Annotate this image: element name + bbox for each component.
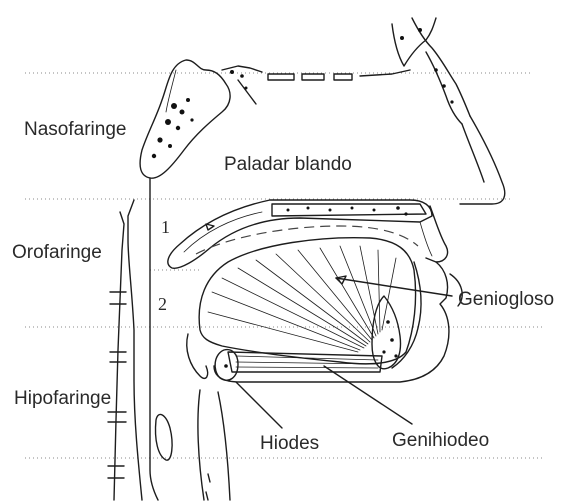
upper-incisor	[420, 222, 432, 256]
vertebral-column-edge	[114, 212, 124, 500]
vertebra-mark	[110, 292, 126, 304]
label-genihiodeo: Genihiodeo	[392, 430, 489, 451]
muscle-fiber	[378, 250, 380, 332]
bone-speck	[245, 87, 248, 90]
trachea-ring	[206, 474, 210, 500]
nasal-roof-left	[222, 66, 262, 72]
vocal-fold	[155, 414, 172, 460]
nose-profile	[460, 116, 505, 204]
muscle-fiber	[276, 254, 370, 342]
larynx-wall-right	[218, 392, 230, 500]
bone-speck	[351, 207, 354, 210]
bone-speck	[450, 100, 453, 103]
region-marker-1: 1	[161, 217, 170, 237]
hard-palate-bone	[272, 204, 426, 216]
label-nasofaringe: Nasofaringe	[24, 119, 126, 140]
epiglottis	[187, 334, 208, 378]
bone-speck	[152, 154, 156, 158]
label-paladar-blando: Paladar blando	[224, 154, 352, 175]
bone-speck	[190, 118, 193, 121]
leader-lines	[236, 276, 452, 428]
muscle-fiber	[360, 246, 378, 334]
hiodes-leader	[236, 382, 282, 428]
label-hipofaringe: Hipofaringe	[14, 388, 111, 409]
bone-speck	[373, 209, 376, 212]
prevertebral-line	[128, 200, 142, 500]
nasal-roof-inner	[238, 80, 256, 104]
tongue-outline	[199, 238, 415, 364]
bone-speck	[186, 98, 190, 102]
bone-speck	[386, 320, 390, 324]
soft-palate-outline	[168, 200, 432, 268]
nasal-roof-segment	[268, 74, 294, 80]
bone-speck	[434, 68, 438, 72]
geniogloso-leader	[336, 278, 452, 296]
bone-speck	[382, 350, 385, 353]
tongue	[199, 238, 415, 364]
skull-base-bone	[140, 60, 230, 178]
nasal-cavity-outline	[140, 18, 505, 204]
bone-speck	[230, 70, 234, 74]
bone-speck	[240, 74, 244, 78]
nasal-bone-outer	[412, 18, 470, 116]
bone-speck	[418, 28, 422, 32]
bone-speck	[307, 207, 310, 210]
hyoid-complex	[155, 334, 382, 500]
palate	[168, 200, 448, 268]
pharyngeal-wall	[108, 178, 158, 500]
muscle-fiber	[236, 367, 378, 368]
muscle-fiber	[320, 248, 374, 338]
larynx-wall-left	[198, 390, 204, 500]
nasal-roof-segment	[302, 74, 324, 80]
upper-lip	[426, 206, 448, 262]
vertebra-mark	[108, 412, 126, 422]
bone-speck	[396, 206, 400, 210]
bone-speck	[329, 209, 332, 212]
geniogloso-arrowhead	[336, 276, 346, 284]
bone-speck	[442, 84, 446, 88]
soft-palate-arrowhead	[206, 224, 214, 230]
bone-speck	[180, 110, 185, 115]
bone-speck	[168, 144, 172, 148]
bone-speck	[171, 103, 177, 109]
bone-speck	[404, 212, 407, 215]
region-marker-2: 2	[158, 294, 167, 314]
muscle-fiber	[382, 258, 396, 330]
muscle-fiber	[236, 356, 378, 360]
bone-speck	[165, 119, 171, 125]
posterior-pharyngeal-wall	[150, 178, 158, 500]
nasal-cartilage	[462, 124, 484, 182]
bone-speck	[224, 364, 228, 368]
bone-speck	[287, 209, 290, 212]
nasal-bone-inner	[426, 52, 462, 124]
label-geniogloso: Geniogloso	[458, 289, 554, 310]
vertebra-mark	[108, 466, 124, 478]
label-orofaringe: Orofaringe	[12, 242, 102, 263]
bone-speck	[176, 126, 180, 130]
bone-speck	[394, 354, 397, 357]
label-hiodes: Hiodes	[260, 433, 319, 454]
nasal-roof-segment	[334, 74, 352, 80]
bone-speck	[400, 36, 404, 40]
genihiodeo-leader	[324, 366, 412, 424]
muscle-fiber	[208, 312, 358, 352]
bone-speck	[390, 338, 394, 342]
bone-speck	[157, 137, 162, 142]
muscle-fiber	[222, 278, 364, 348]
